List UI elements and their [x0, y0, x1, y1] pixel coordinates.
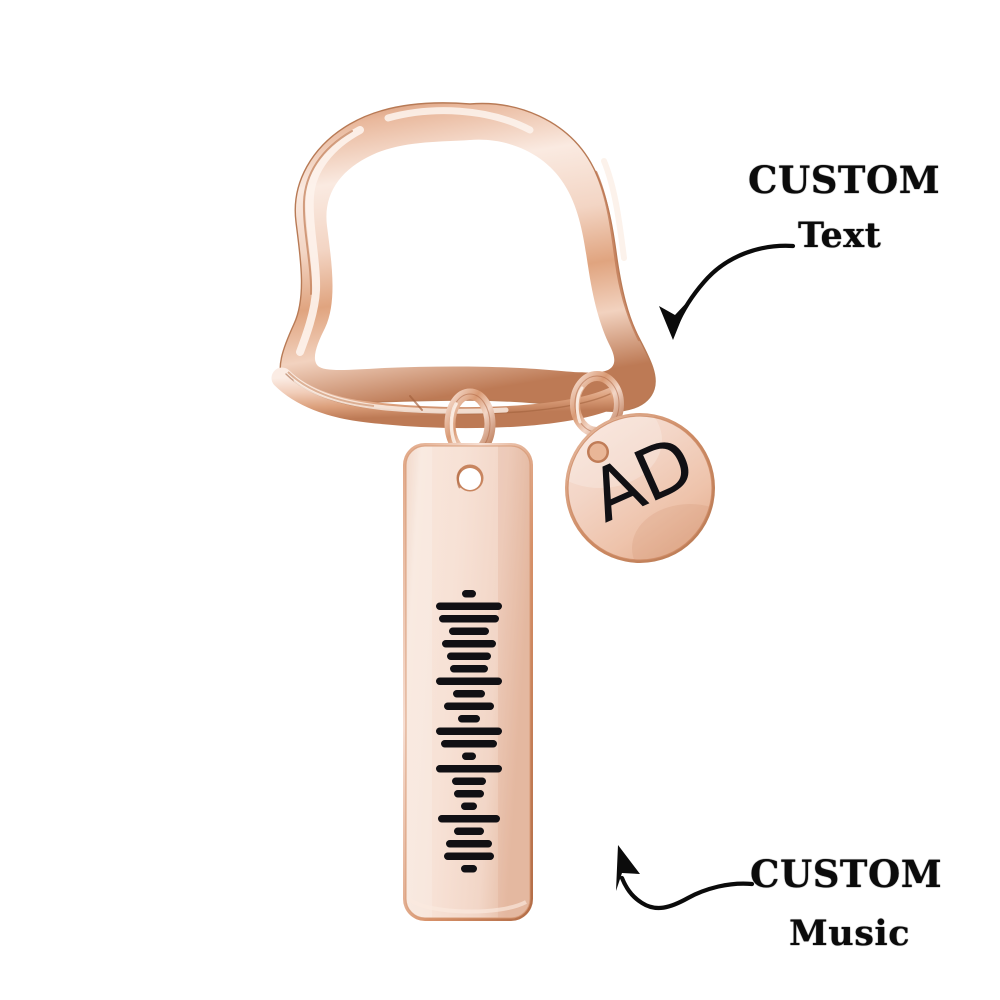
music-code-bars — [436, 590, 502, 873]
initial-disc-charm — [565, 413, 715, 563]
music-code-bar-segment — [462, 752, 476, 760]
music-code-bar-segment — [436, 727, 502, 735]
music-code-bar-segment — [436, 677, 502, 685]
music-code-bar-segment — [436, 602, 502, 610]
music-code-bar-segment — [439, 615, 499, 623]
music-code-bar-segment — [444, 852, 494, 860]
music-code-bar-segment — [461, 865, 477, 873]
music-code-bar-segment — [452, 777, 486, 785]
music-code-bar-segment — [444, 702, 494, 710]
music-code-bar-segment — [453, 690, 485, 698]
heart-keyring-icon — [271, 102, 656, 429]
curved-arrow-up-icon — [616, 845, 755, 911]
music-code-bar-segment — [446, 840, 492, 848]
music-code-bar — [403, 443, 533, 921]
music-code-bar-segment — [447, 652, 491, 660]
curved-arrow-down-icon — [659, 243, 796, 340]
annotation-custom-music-line2: Music — [789, 913, 911, 954]
music-code-bar-segment — [454, 790, 484, 798]
music-code-bar-segment — [441, 740, 497, 748]
annotation-custom-music-line1: CUSTOM — [750, 852, 943, 896]
annotation-custom-text-line2: Text — [798, 215, 882, 256]
music-code-bar-segment — [462, 590, 476, 598]
music-code-bar-segment — [454, 827, 484, 835]
annotation-custom-text-line1: CUSTOM — [748, 158, 941, 202]
music-code-bar-segment — [461, 802, 477, 810]
music-code-bar-segment — [449, 627, 489, 635]
music-code-bar-segment — [458, 715, 480, 723]
music-code-bar-segment — [436, 765, 502, 773]
music-code-bar-segment — [442, 640, 496, 648]
music-code-bar-segment — [438, 815, 500, 823]
music-code-bar-segment — [450, 665, 488, 673]
